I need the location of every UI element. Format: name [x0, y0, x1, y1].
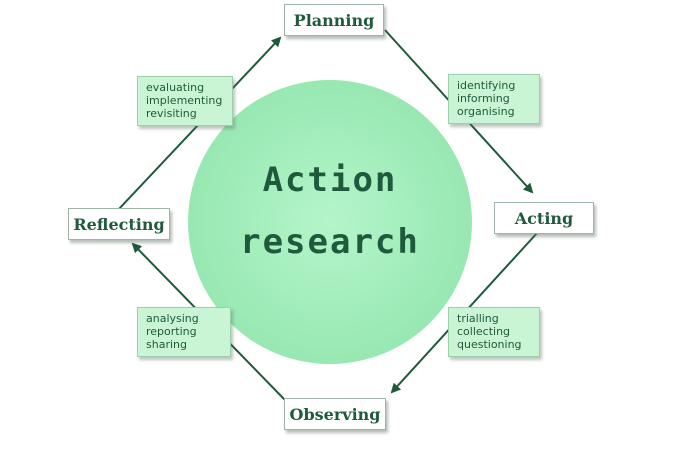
activities-planning: identifying informing organising — [448, 74, 540, 124]
activity-item: reporting — [146, 325, 197, 338]
center-title-line1: Action — [262, 160, 398, 200]
stage-reflecting: Reflecting — [68, 208, 170, 240]
activity-item: evaluating — [146, 81, 205, 94]
activity-item: organising — [457, 105, 515, 118]
activities-observing: analysing reporting sharing — [137, 307, 231, 357]
activity-item: identifying — [457, 79, 516, 92]
center-circle — [188, 80, 472, 364]
stage-acting: Acting — [494, 202, 594, 234]
activity-item: sharing — [146, 338, 187, 351]
activity-item: revisiting — [146, 107, 197, 120]
stage-observing: Observing — [284, 398, 386, 430]
stage-planning: Planning — [284, 4, 384, 36]
activity-item: analysing — [146, 312, 199, 325]
activity-item: trialling — [457, 312, 499, 325]
activity-item: questioning — [457, 338, 522, 351]
activity-item: implementing — [146, 94, 223, 107]
center-title-line2: research — [240, 222, 420, 262]
activities-reflecting: evaluating implementing revisiting — [137, 76, 233, 126]
activities-acting: trialling collecting questioning — [448, 307, 540, 357]
activity-item: informing — [457, 92, 510, 105]
activity-item: collecting — [457, 325, 511, 338]
